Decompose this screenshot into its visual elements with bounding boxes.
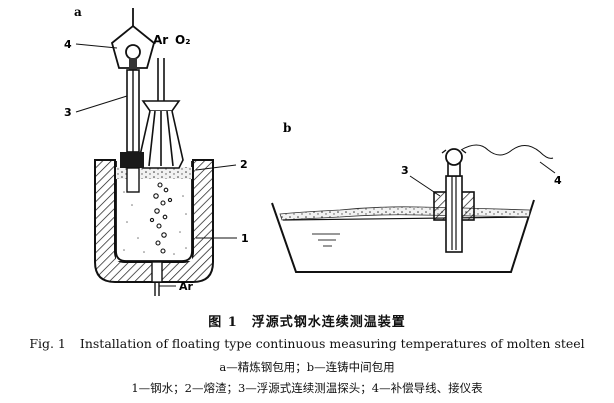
caption-en-title: Installation of floating type continuous… (79, 336, 585, 351)
callout-a-2: 2 (240, 158, 248, 171)
probe-b (433, 144, 554, 253)
molten-steel-a (123, 191, 187, 255)
callouts-b (409, 161, 556, 197)
bottom-porous-plug (151, 261, 176, 296)
caption-zh-title: 浮源式钢水连续测温装置 (251, 315, 406, 330)
caption-chinese: 图 1 浮源式钢水连续测温装置 (0, 311, 614, 330)
apparatus-diagram: a Ar Ar O₂ (64, 5, 562, 296)
caption-legend: 1—钢水；2—熔渣；3—浮源式连续测温探头；4—补偿导线、接仪表 (131, 381, 483, 395)
callout-a-1: 1 (241, 232, 249, 245)
gas-lance (138, 58, 184, 169)
gas-o2-label: O₂ (175, 33, 190, 47)
callout-b-4: 4 (554, 174, 562, 187)
tundish (271, 199, 535, 273)
probe-a (110, 8, 156, 193)
callouts-a (75, 43, 237, 239)
panel-a-label: a (74, 5, 82, 19)
caption-zh-number: 图 1 (208, 315, 238, 330)
caption-subpanels: a—精炼钢包用；b—连铸中间包用 (219, 360, 395, 374)
caption-en-number: Fig. 1 (29, 336, 66, 351)
gas-ar-label: Ar (153, 33, 168, 47)
caption-english: Fig. 1 Installation of floating type cont… (0, 336, 614, 351)
callout-b-3: 3 (401, 164, 409, 177)
bottom-gas-label: Ar (179, 280, 194, 293)
panel-b-label: b (283, 121, 291, 135)
callout-a-3: 3 (64, 106, 72, 119)
callout-a-4: 4 (64, 38, 72, 51)
gas-bubbles (149, 182, 173, 254)
